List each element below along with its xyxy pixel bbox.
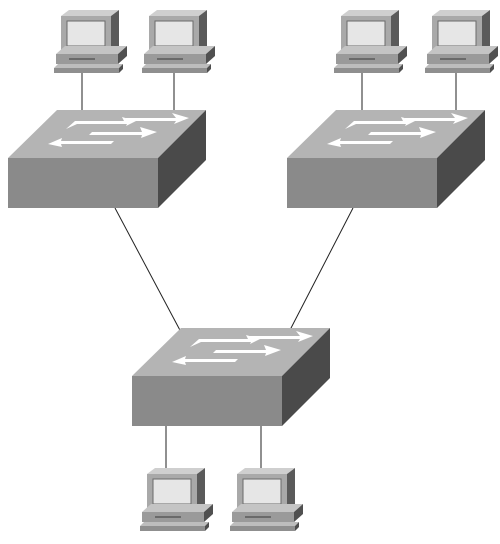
workstation-pc-4	[424, 9, 499, 74]
workstation-pc-2	[141, 9, 216, 74]
workstation-icon	[53, 9, 128, 74]
switch-icon	[287, 110, 485, 208]
workstation-icon	[424, 9, 499, 74]
links	[81, 70, 457, 470]
switch-icon	[8, 110, 206, 208]
workstation-icon	[141, 9, 216, 74]
workstation-icon	[333, 9, 408, 74]
switch-left	[8, 110, 206, 208]
link-switch-right-switch-bottom	[289, 207, 354, 331]
workstation-pc-1	[53, 9, 128, 74]
workstation-pc-3	[333, 9, 408, 74]
switch-bottom	[132, 328, 330, 426]
switch-icon	[132, 328, 330, 426]
workstation-icon	[229, 467, 304, 532]
switch-right	[287, 110, 485, 208]
workstation-pc-5	[139, 467, 214, 532]
link-switch-left-switch-bottom	[114, 207, 183, 335]
workstation-icon	[139, 467, 214, 532]
workstation-pc-6	[229, 467, 304, 532]
